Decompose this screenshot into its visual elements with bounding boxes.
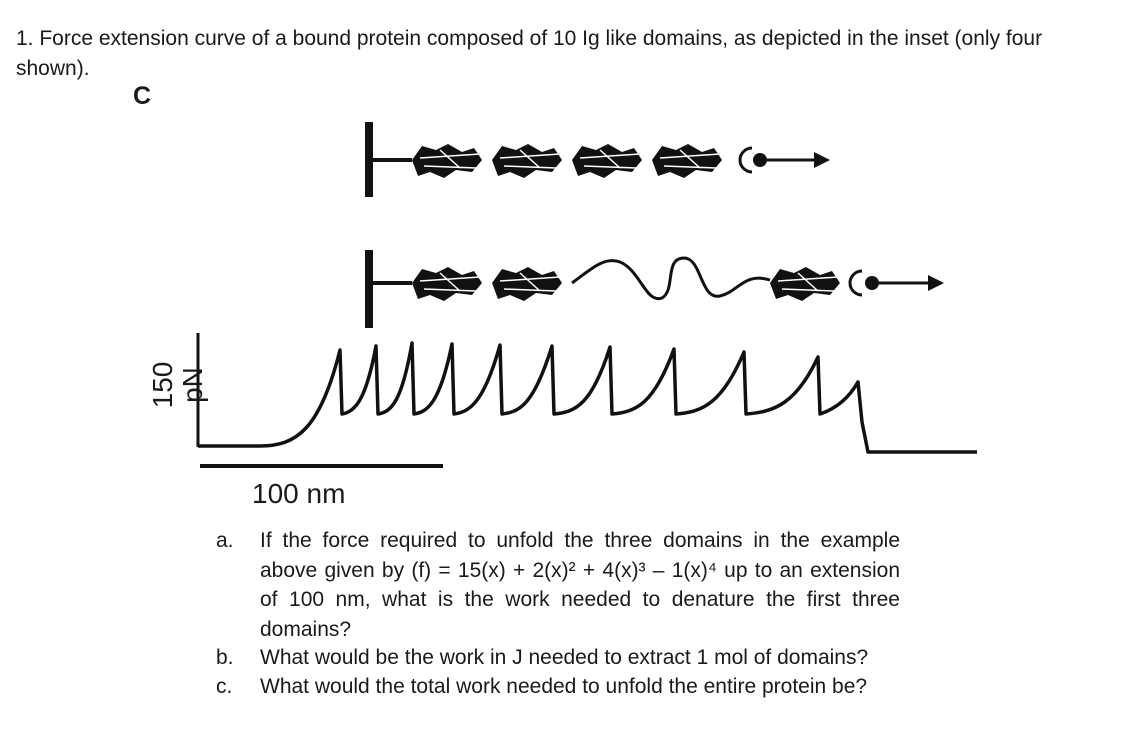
inset-folded-chain <box>365 122 830 197</box>
ig-domain-2 <box>492 144 562 178</box>
question-text: What would the total work needed to unfo… <box>260 675 868 698</box>
pull-arrowhead-top <box>814 152 830 168</box>
cantilever-tip-top <box>738 146 753 174</box>
x-scale-label: 100 nm <box>252 478 346 509</box>
panel-letter: C <box>133 82 152 110</box>
ig-domain-1 <box>412 144 482 178</box>
question-text: What would be the work in J needed to ex… <box>260 646 869 669</box>
unfolded-polypeptide-strand <box>571 256 771 301</box>
problem-intro: 1. Force extension curve of a bound prot… <box>16 27 1043 80</box>
bead-top <box>753 153 767 167</box>
attachment-surface-top <box>365 122 373 197</box>
question-letter: c. <box>216 675 233 698</box>
ig-domain-folded-2 <box>492 267 562 301</box>
ig-domain-folded-3 <box>770 267 840 301</box>
cantilever-tip-bottom <box>848 269 863 297</box>
ig-domain-folded-1 <box>412 267 482 301</box>
inset-unfolded-chain <box>365 250 944 328</box>
question-letter: a. <box>216 529 234 552</box>
ig-domain-4 <box>652 144 722 178</box>
y-scale-label: 150 pN <box>147 361 208 409</box>
bead-bottom <box>865 276 879 290</box>
question-letter: b. <box>216 646 234 669</box>
pull-arrowhead-bottom <box>928 275 944 291</box>
force-extension-trace <box>198 341 977 454</box>
question-text: If the force required to unfold the thre… <box>260 529 900 641</box>
attachment-surface-bottom <box>365 250 373 328</box>
ig-domain-3 <box>572 144 642 178</box>
